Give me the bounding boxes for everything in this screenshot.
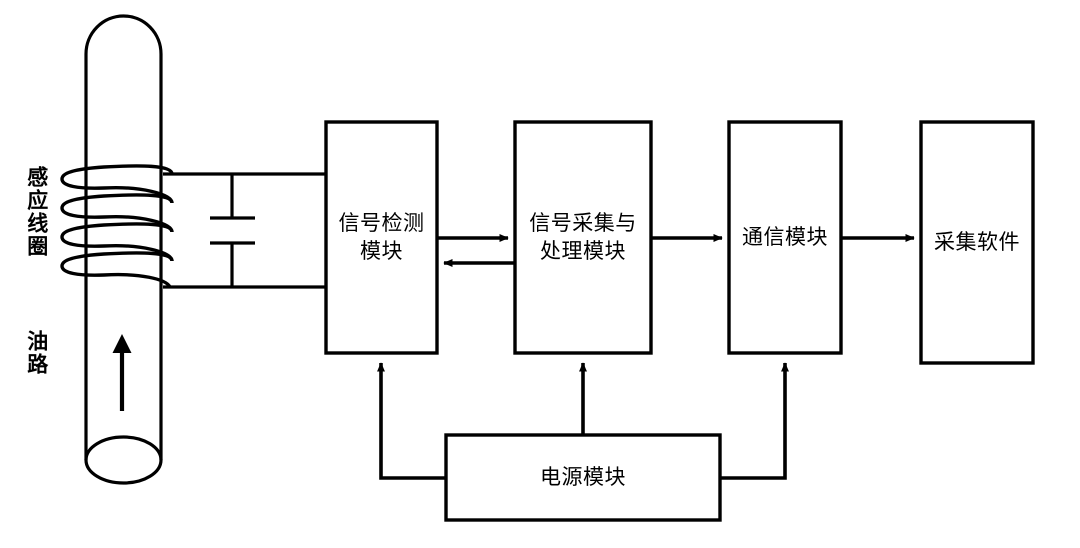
- coil-to-detector-wiring: [163, 172, 328, 289]
- block-communication: [727, 120, 843, 355]
- induction-coil-icon: [60, 164, 174, 289]
- oil-flow-arrow-icon: [112, 334, 132, 411]
- block-signal-detection: [324, 120, 439, 355]
- label-oil-path: 油路: [24, 330, 49, 376]
- block-signal-acquisition: [513, 120, 653, 355]
- power-feed-right: [720, 362, 789, 480]
- oil-pipe: [84, 14, 163, 485]
- block-power-supply: [444, 433, 722, 522]
- label-induction-coil: 感应线圈: [24, 166, 49, 258]
- power-feed-left: [377, 362, 446, 480]
- block-acquisition-software: [919, 120, 1035, 365]
- capacitor-icon: [210, 174, 255, 287]
